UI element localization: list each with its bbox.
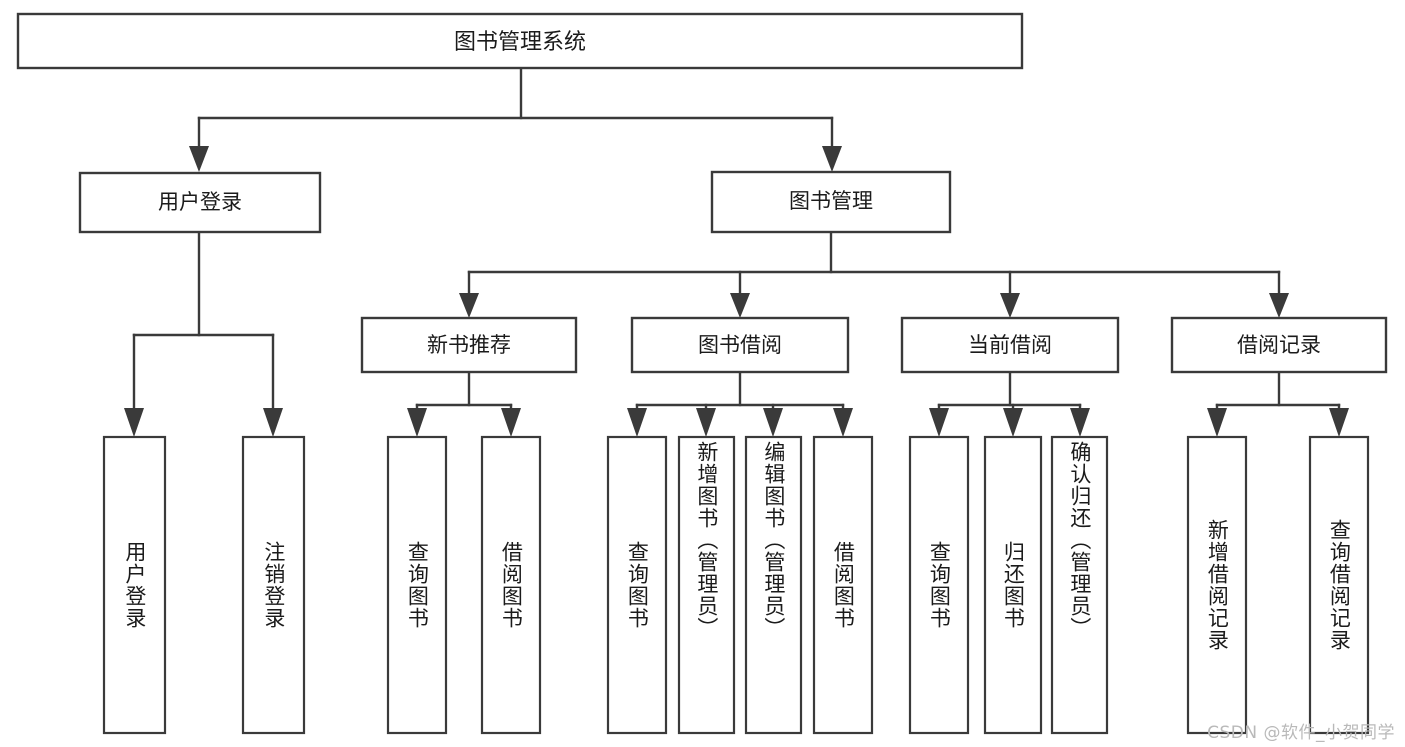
node-new-book-rec-box[interactable]	[360, 316, 578, 374]
node-leaf-edit-book-box[interactable]	[744, 435, 803, 735]
arrowhead-leaf-query-book-1	[407, 408, 427, 437]
node-leaf-query-book-2-box[interactable]	[606, 435, 668, 735]
arrowhead-book-manage	[822, 146, 842, 172]
node-book-borrow[interactable]: 图书借阅	[630, 316, 850, 374]
node-leaf-user-login-box[interactable]	[102, 435, 167, 735]
node-book-manage[interactable]: 图书管理	[710, 170, 952, 234]
arrowhead-leaf-borrow-book-2	[833, 408, 853, 437]
arrowhead-current-borrow	[1000, 293, 1020, 318]
arrowhead-leaf-query-book-3	[929, 408, 949, 437]
node-user-login-box[interactable]	[78, 171, 322, 234]
node-book-manage-label: 图书管理	[789, 189, 873, 213]
node-borrow-record-box[interactable]	[1170, 316, 1388, 374]
node-book-manage-box[interactable]	[710, 170, 952, 234]
node-leaf-borrow-book-1-box[interactable]	[480, 435, 542, 735]
node-leaf-query-book-3-box[interactable]	[908, 435, 970, 735]
node-root-label: 图书管理系统	[454, 30, 586, 55]
node-borrow-record[interactable]: 借阅记录	[1170, 316, 1388, 374]
arrowhead-user-login	[189, 146, 209, 172]
csdn-watermark: CSDN @软件_小贺同学	[1207, 723, 1395, 743]
arrowhead-leaf-query-record	[1329, 408, 1349, 437]
node-book-borrow-box[interactable]	[630, 316, 850, 374]
node-user-login-label: 用户登录	[158, 190, 242, 214]
arrowhead-leaf-add-record	[1207, 408, 1227, 437]
node-user-login[interactable]: 用户登录	[78, 171, 322, 234]
node-leaf-logout-box[interactable]	[241, 435, 306, 735]
node-leaf-query-record-box[interactable]	[1308, 435, 1370, 735]
arrowhead-leaf-logout	[263, 408, 283, 437]
node-current-borrow[interactable]: 当前借阅	[900, 316, 1120, 374]
arrowhead-leaf-edit-book	[763, 408, 783, 437]
node-leaf-return-book-box[interactable]	[983, 435, 1043, 735]
node-leaf-add-book-box[interactable]	[677, 435, 736, 735]
node-leaf-add-record-box[interactable]	[1186, 435, 1248, 735]
arrowhead-leaf-add-book	[696, 408, 716, 437]
arrowhead-new-book-rec	[459, 293, 479, 318]
arrowhead-leaf-user-login	[124, 408, 144, 437]
node-root-box[interactable]	[16, 12, 1024, 70]
node-new-book-rec-label: 新书推荐	[427, 333, 511, 357]
node-borrow-record-label: 借阅记录	[1237, 333, 1321, 357]
arrowhead-leaf-return-book	[1003, 408, 1023, 437]
node-current-borrow-box[interactable]	[900, 316, 1120, 374]
leaf-boxes-layer	[102, 435, 1370, 735]
node-book-borrow-label: 图书借阅	[698, 333, 782, 357]
node-leaf-query-book-1-box[interactable]	[386, 435, 448, 735]
arrowhead-borrow-record	[1269, 293, 1289, 318]
node-root[interactable]: 图书管理系统	[16, 12, 1024, 70]
arrowhead-book-borrow	[730, 293, 750, 318]
node-new-book-rec[interactable]: 新书推荐	[360, 316, 578, 374]
node-leaf-confirm-return-box[interactable]	[1050, 435, 1109, 735]
arrowhead-leaf-confirm-return	[1070, 408, 1090, 437]
arrowhead-leaf-borrow-book-1	[501, 408, 521, 437]
connectors-layer	[124, 66, 1349, 437]
arrowhead-leaf-query-book-2	[627, 408, 647, 437]
node-current-borrow-label: 当前借阅	[968, 333, 1052, 357]
node-leaf-borrow-book-2-box[interactable]	[812, 435, 874, 735]
